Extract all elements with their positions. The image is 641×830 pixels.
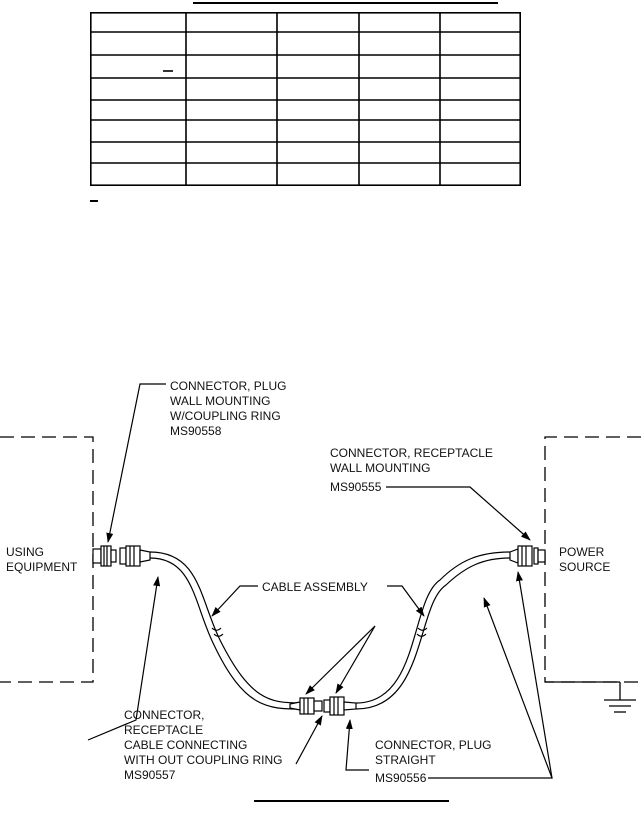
cable-break-marks bbox=[211, 627, 428, 637]
leader-cable-assembly-left bbox=[211, 585, 258, 617]
empty-table bbox=[90, 12, 521, 186]
leader-cable-assembly-center-2 bbox=[335, 625, 376, 694]
left-connector-plug bbox=[92, 545, 117, 567]
leader-receptacle-wall bbox=[386, 486, 531, 541]
center-connector-plug bbox=[323, 696, 357, 716]
top-rule bbox=[193, 2, 498, 4]
right-connector-plug bbox=[509, 545, 533, 567]
cable-assembly-line bbox=[149, 551, 511, 710]
label-connector-plug-wall: CONNECTOR, PLUG WALL MOUNTING W/COUPLING… bbox=[170, 379, 290, 438]
label-cable-assembly: CABLE ASSEMBLY bbox=[262, 580, 368, 594]
footnote-mark bbox=[90, 200, 98, 202]
label-connector-receptacle-wall: CONNECTOR, RECEPTACLE WALL MOUNTING MS90… bbox=[330, 446, 496, 494]
label-connector-receptacle-cable: CONNECTOR, RECEPTACLE CABLE CONNECTING W… bbox=[124, 708, 286, 782]
right-connector-receptacle bbox=[533, 547, 546, 565]
left-connector-receptacle bbox=[119, 545, 151, 567]
cable-diagram: CONNECTOR, PLUG WALL MOUNTING W/COUPLING… bbox=[0, 379, 641, 785]
leader-cable-assembly-right bbox=[387, 585, 425, 617]
ground-symbol bbox=[545, 681, 636, 713]
leader-plug-straight bbox=[345, 719, 369, 771]
leader-cable-assembly-center-1 bbox=[305, 625, 376, 695]
label-power-source: POWER SOURCE bbox=[559, 545, 610, 574]
label-connector-plug-straight: CONNECTOR, PLUG STRAIGHT MS90556 bbox=[375, 738, 495, 785]
leader-plug-wall bbox=[106, 383, 166, 543]
leader-receptacle-cable bbox=[87, 576, 161, 741]
bottom-rule bbox=[254, 800, 449, 802]
center-connector-receptacle bbox=[289, 697, 323, 715]
leader-right-plug bbox=[516, 571, 553, 779]
leader-receptacle-cable-2 bbox=[295, 715, 323, 765]
label-using-equipment: USING EQUIPMENT bbox=[6, 545, 78, 574]
